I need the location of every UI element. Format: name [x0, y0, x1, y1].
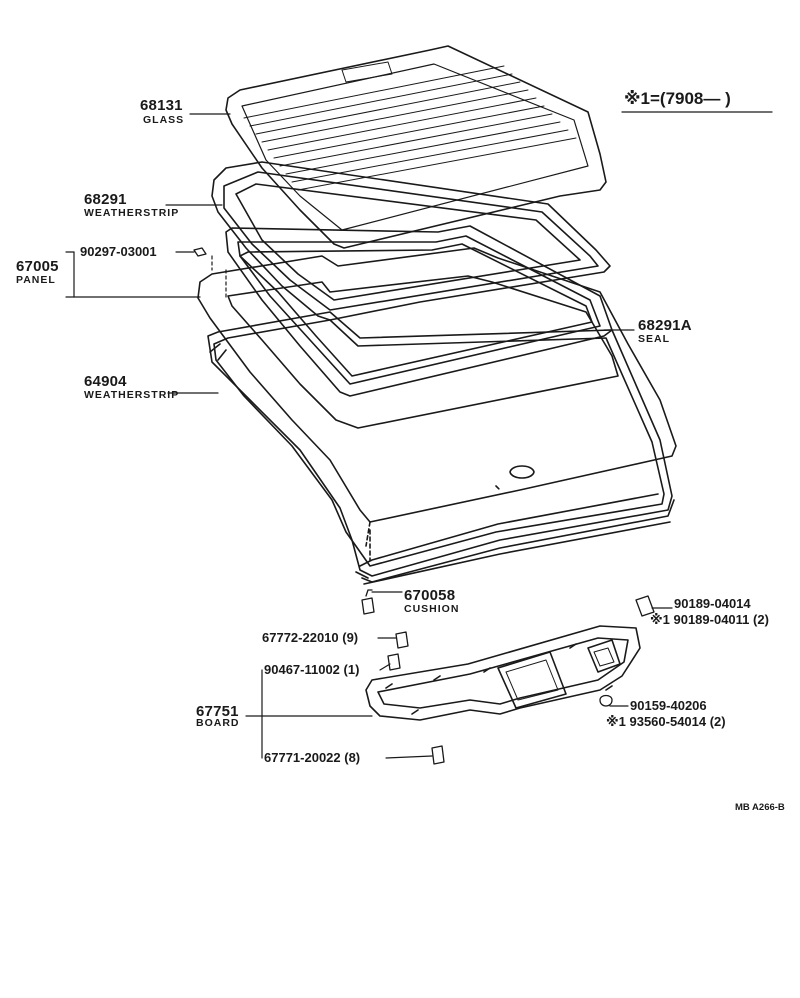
glass-part-number: 68131	[140, 97, 183, 114]
weatherstrip-bottom-part-name: WEATHERSTRIP	[84, 389, 180, 401]
seal-part-name: SEAL	[638, 333, 671, 345]
panel-screw-part-number: 90297-03001	[80, 244, 157, 259]
seal-part-number: 68291A	[638, 317, 692, 334]
clip-9-part-number: 67772-22010 (9)	[262, 630, 359, 645]
glass-heater-lines	[243, 65, 577, 191]
weatherstrip-bottom-part-number: 64904	[84, 373, 127, 390]
weatherstrip-top-part-number: 68291	[84, 191, 127, 208]
screw-54014-part-number: ※1 93560-54014 (2)	[606, 714, 726, 729]
glass-panel	[225, 45, 607, 249]
clip-top-b-part-number: ※1 90189-04011 (2)	[650, 612, 769, 627]
weatherstrip-top-part-name: WEATHERSTRIP	[84, 207, 180, 219]
cushion-part-number: 670058	[404, 587, 456, 604]
board-part-number: 67751	[196, 703, 239, 720]
screw-40206-part-number: 90159-40206	[630, 698, 707, 713]
screw-1-part-number: 90467-11002 (1)	[264, 662, 360, 677]
clip-top-a-part-number: 90189-04014	[674, 596, 751, 611]
panel-part-name: PANEL	[16, 274, 56, 286]
board-part-name: BOARD	[196, 717, 240, 729]
panel-part-number: 67005	[16, 258, 59, 275]
board-trim	[365, 625, 641, 721]
panel-shell	[197, 247, 677, 561]
clip-8-part-number: 67771-20022 (8)	[264, 750, 361, 765]
hardware-parts	[193, 247, 655, 765]
glass-part-name: GLASS	[143, 114, 185, 126]
diagram-code: MB A266-B	[735, 802, 785, 813]
seal-ring	[225, 225, 613, 397]
cushion-part-name: CUSHION	[404, 603, 460, 615]
weatherstrip-frame	[207, 311, 675, 585]
leader-lines	[65, 111, 773, 759]
model-range-note: ※1=(7908— )	[624, 89, 731, 108]
weatherstrip-top-ring	[211, 161, 611, 321]
